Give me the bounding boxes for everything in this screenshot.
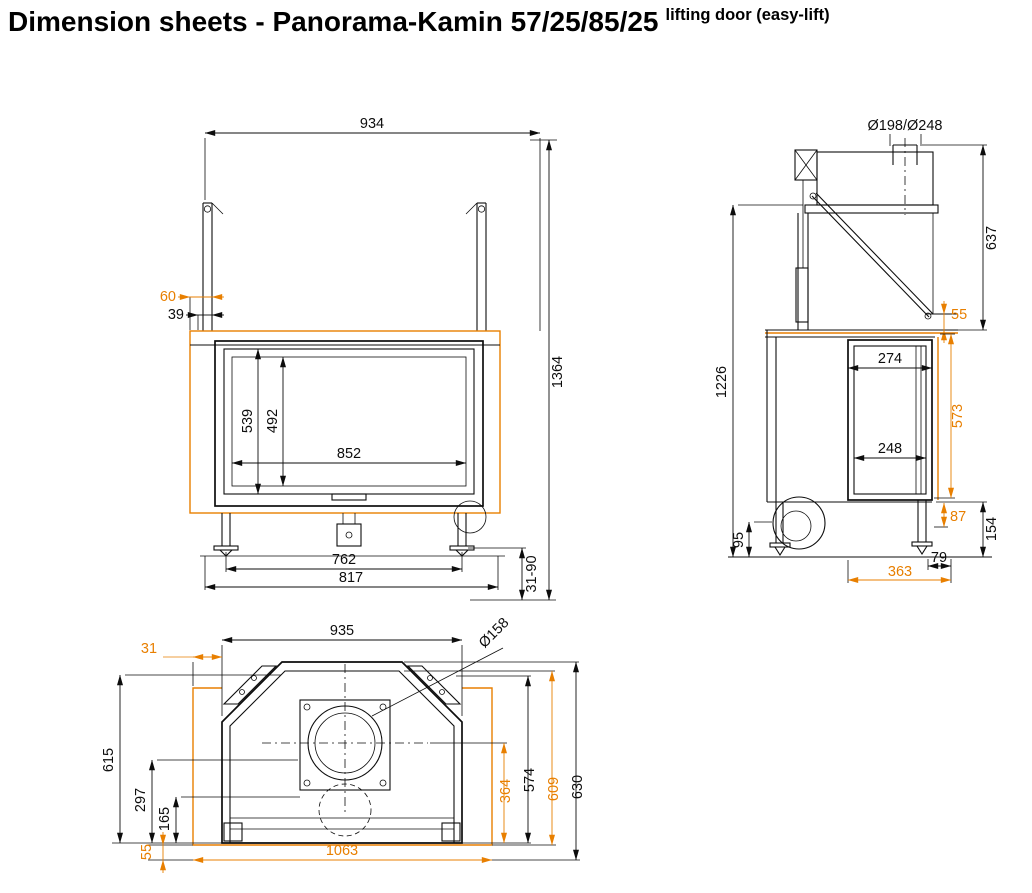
dim-top-glass-to-back: 574 (522, 768, 538, 792)
top-dimensions: 935 Ø158 31 615 297 (101, 615, 586, 873)
dim-side-total-height: 1226 (714, 366, 730, 398)
dim-side-plinth-offset: 87 (950, 509, 966, 525)
dim-side-top-offset: 55 (951, 307, 967, 323)
front-base (200, 500, 505, 557)
dim-top-flue-diameter: Ø158 (476, 615, 512, 651)
title-main: Dimension sheets - Panorama-Kamin 57/25/… (8, 6, 659, 37)
dim-side-base-depth: 363 (888, 564, 912, 580)
dim-top-front-width: 935 (330, 623, 354, 639)
dim-side-foot-inset: 79 (931, 550, 947, 566)
front-mounting-frame (189, 330, 501, 514)
dim-side-upper-height: 637 (984, 226, 1000, 250)
dim-side-door-height: 573 (950, 404, 966, 428)
dim-top-rear-depth-inner: 165 (157, 807, 173, 831)
dim-front-rail-offset: 39 (168, 307, 184, 323)
side-dimensions: Ø198/Ø248 637 55 1226 27 (714, 118, 1000, 583)
dim-front-glass-height: 492 (265, 409, 281, 433)
dim-top-inner-depth: 609 (546, 777, 562, 801)
top-view: 935 Ø158 31 615 297 (101, 615, 586, 873)
dim-top-body-depth: 615 (101, 748, 117, 772)
dim-top-side-offset: 31 (141, 641, 157, 657)
dim-top-flue-to-back: 364 (498, 779, 514, 803)
dim-top-overall-depth: 630 (570, 775, 586, 799)
dim-top-overall-width: 1063 (326, 843, 358, 859)
top-body (221, 661, 463, 844)
dim-side-top-depth: 274 (878, 351, 902, 367)
dim-top-rear-depth-mid: 297 (133, 788, 149, 812)
side-body (728, 329, 992, 558)
dim-side-glass-depth: 248 (878, 441, 902, 457)
dim-side-floor-clearance: 95 (731, 532, 747, 548)
side-flue-and-top (794, 138, 958, 330)
dim-front-base-outer-width: 817 (339, 570, 363, 586)
front-view: 934 60 39 1364 539 (160, 116, 566, 601)
dim-front-left-offset: 60 (160, 289, 176, 305)
side-view: Ø198/Ø248 637 55 1226 27 (714, 118, 1000, 583)
top-mounting-frame (192, 687, 493, 846)
dim-front-overall-height: 1364 (550, 356, 566, 388)
dim-side-flue-diameter: Ø198/Ø248 (868, 118, 943, 134)
front-dimensions: 934 60 39 1364 539 (160, 116, 566, 601)
front-lifting-rails (202, 202, 487, 331)
front-firebox (190, 340, 500, 507)
page-title: Dimension sheets - Panorama-Kamin 57/25/… (8, 6, 830, 38)
dim-front-foot-adjust-range: 31-90 (524, 555, 540, 592)
dim-top-rear-offset: 55 (139, 844, 155, 860)
dim-front-overall-width: 934 (360, 116, 384, 132)
dim-front-base-inner-width: 762 (332, 552, 356, 568)
dim-front-opening-height: 539 (240, 409, 256, 433)
dim-front-glass-width: 852 (337, 446, 361, 462)
title-suffix: lifting door (easy-lift) (665, 6, 830, 24)
dim-side-plinth-height: 154 (984, 517, 1000, 541)
